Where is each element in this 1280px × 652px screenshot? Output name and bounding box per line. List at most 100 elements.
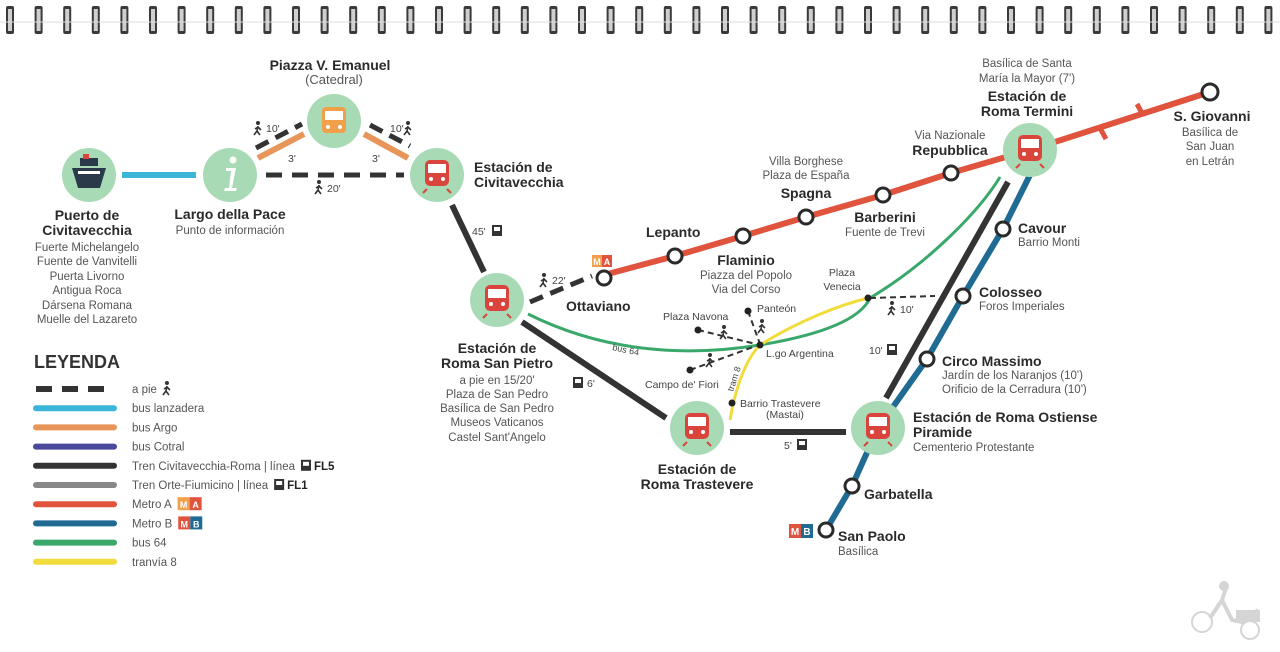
stations: Ottaviano Lepanto Flaminio Piazza del Po… xyxy=(566,82,1251,558)
legend-item: tranvía 8 xyxy=(33,557,177,569)
binding-ring xyxy=(63,6,72,34)
binding-ring xyxy=(149,6,157,34)
legend-line-code: FL5 xyxy=(314,461,335,473)
argo-line-right xyxy=(362,131,410,161)
puerto-sub-1: Fuente de Vanvitelli xyxy=(37,256,137,268)
puerto-sub-4: Dársena Romana xyxy=(42,300,133,312)
station-colosseo[interactable] xyxy=(954,287,972,305)
mastai-label-1: Barrio Trastevere xyxy=(740,398,821,410)
time-argo-left: 3' xyxy=(288,153,296,165)
train-icon xyxy=(682,413,712,447)
metro-a-badge-a: A xyxy=(604,257,611,267)
point-navona[interactable] xyxy=(694,326,702,334)
legend-line-code: FL1 xyxy=(287,480,308,492)
hub-largo[interactable] xyxy=(203,148,257,202)
binding-ring xyxy=(234,6,243,34)
station-garbatella[interactable] xyxy=(843,477,861,495)
bus64-line xyxy=(527,176,1002,353)
argo-line-left xyxy=(256,131,306,161)
walk-line-navona xyxy=(697,329,757,345)
point-campo[interactable] xyxy=(686,366,694,374)
point-mastai[interactable] xyxy=(728,399,736,407)
binding-ring xyxy=(1207,6,1216,34)
legend-badge-m: M xyxy=(180,500,188,510)
station-circo[interactable] xyxy=(918,350,936,368)
binding-ring xyxy=(635,6,644,34)
metro-a-line xyxy=(603,89,1211,278)
venecia-label-2: Venecia xyxy=(823,281,861,293)
train-line-sp-trastevere xyxy=(520,319,668,421)
sanpaolo-name: San Paolo xyxy=(838,528,906,544)
sgiovanni-name: S. Giovanni xyxy=(1173,108,1250,124)
argentina-label: L.go Argentina xyxy=(766,348,834,360)
ostiense-name-1: Estación de Roma Ostiense xyxy=(913,409,1098,425)
metro-a-badge-m: M xyxy=(593,257,601,267)
point-venecia[interactable] xyxy=(864,294,872,302)
sanpietro-sub-2: Basílica de San Pedro xyxy=(440,403,554,415)
train-small-icon xyxy=(797,439,807,450)
time-walk-sp-ottaviano: 22' xyxy=(552,275,566,287)
station-spagna[interactable] xyxy=(797,208,815,226)
termini-name-2: Roma Termini xyxy=(981,103,1073,119)
cavour-sub: Barrio Monti xyxy=(1018,237,1080,249)
legend-label: bus Cotral xyxy=(132,442,184,454)
point-panteon[interactable] xyxy=(744,307,752,315)
binding-ring xyxy=(806,6,815,34)
station-ottaviano[interactable] xyxy=(595,269,613,287)
legend-item: bus lanzadera xyxy=(33,403,205,415)
cavour-name: Cavour xyxy=(1018,220,1067,236)
walk-icon xyxy=(887,301,896,316)
train-small-icon xyxy=(573,377,583,388)
train-icon xyxy=(422,160,452,194)
binding-ring xyxy=(6,6,14,34)
walk-icon xyxy=(705,353,714,368)
binding-ring xyxy=(463,6,472,34)
binding-ring xyxy=(349,6,358,34)
piazza-name-2: (Catedral) xyxy=(305,72,363,87)
binding-ring xyxy=(492,6,501,34)
point-argentina[interactable] xyxy=(756,341,764,349)
binding-ring xyxy=(578,6,586,34)
binding-ring xyxy=(892,6,901,34)
station-flaminio[interactable] xyxy=(734,227,752,245)
legend-label: tranvía 8 xyxy=(132,557,177,569)
piazza-name-1: Piazza V. Emanuel xyxy=(270,57,391,73)
train-small-icon xyxy=(492,225,502,236)
metro-a-badge: M A xyxy=(592,255,612,267)
station-sanpaolo[interactable] xyxy=(817,521,835,539)
largo-sub: Punto de información xyxy=(176,225,285,237)
binding-ring xyxy=(320,6,329,34)
station-cavour[interactable] xyxy=(994,220,1012,238)
spagna-name: Spagna xyxy=(781,185,832,201)
legend-label: Tren Civitavecchia-Roma | línea xyxy=(132,461,296,473)
legend-item: bus Cotral xyxy=(33,442,184,454)
train-icon xyxy=(482,285,512,319)
walk-icon xyxy=(314,180,323,195)
train-line-civ-sp xyxy=(449,203,487,274)
time-walk-largo-civ: 20' xyxy=(327,183,341,195)
sanpaolo-sub: Basílica xyxy=(838,546,879,558)
mastai-label-2: (Mastai) xyxy=(766,409,804,421)
station-sgiovanni[interactable] xyxy=(1200,82,1220,102)
station-lepanto[interactable] xyxy=(666,247,684,265)
circo-sub-0: Jardín de los Naranjos (10') xyxy=(942,370,1083,382)
navona-label: Plaza Navona xyxy=(663,311,729,323)
barberini-name: Barberini xyxy=(854,209,915,225)
walk-line-sp-ottaviano xyxy=(529,273,593,305)
binding-ring xyxy=(263,6,272,34)
station-repubblica[interactable] xyxy=(942,164,960,182)
legend-label: a pie xyxy=(132,384,157,396)
bus-icon xyxy=(322,107,346,133)
sanpietro-name-2: Roma San Pietro xyxy=(441,355,553,371)
station-barberini[interactable] xyxy=(874,186,892,204)
bus64-line-label: bus 64 xyxy=(612,342,641,357)
train-small-icon xyxy=(274,479,285,490)
time-train-civ-sp: 45' xyxy=(472,226,486,238)
walk-line-campo xyxy=(689,345,757,371)
binding-ring xyxy=(606,6,615,34)
binding-ring xyxy=(1235,6,1244,34)
